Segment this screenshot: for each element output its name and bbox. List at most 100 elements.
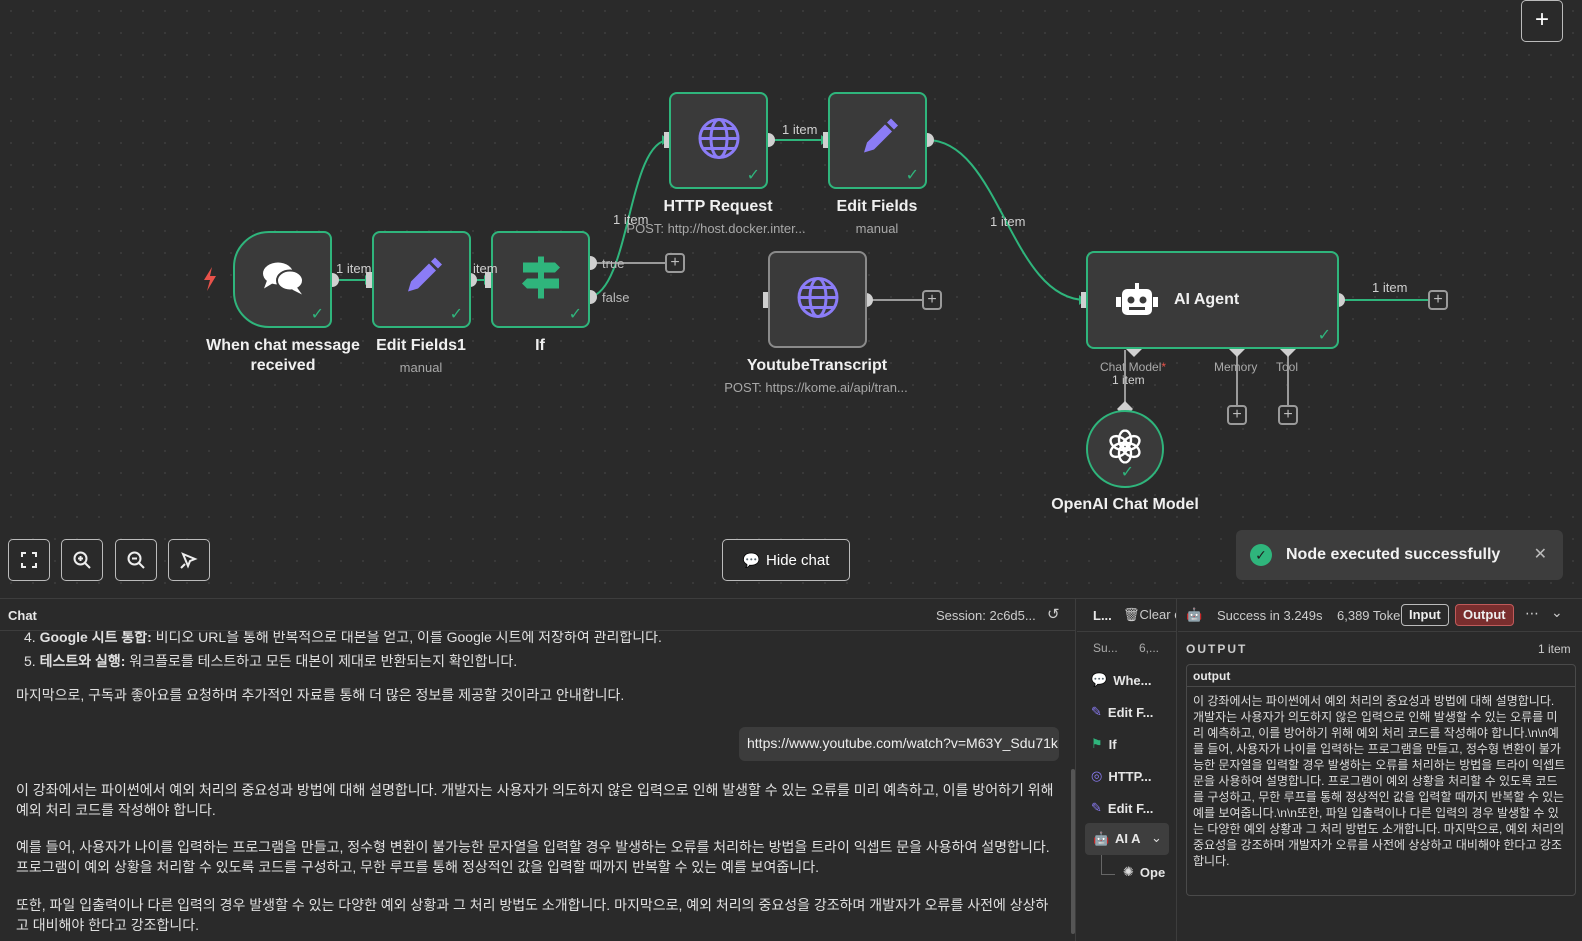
close-icon[interactable]: ✕ (1533, 546, 1547, 563)
log-item-trigger[interactable]: 💬Whe... (1091, 672, 1152, 688)
zoom-in-button[interactable] (61, 539, 103, 581)
token-count: 6,389 Toke (1337, 608, 1401, 623)
log-item-ai-agent-selected[interactable]: 🤖 AI A ⌄ (1085, 823, 1169, 855)
bot-message-p3: 또한, 파일 입출력이나 다른 입력의 경우 발생할 수 있는 다양한 예외 상… (16, 897, 1049, 933)
globe-icon (697, 116, 741, 165)
bot-closing-message: 마지막으로, 구독과 좋아요를 요청하며 추가적인 자료를 통해 더 많은 정보… (16, 687, 625, 703)
log-item-label: AI A (1115, 831, 1141, 846)
add-node-button[interactable]: + (1521, 0, 1563, 42)
output-column-header: output (1187, 665, 1575, 687)
workflow-canvas[interactable]: ✓ When chat message received ✓ Edit Fiel… (0, 0, 1582, 598)
node-ai-agent[interactable]: AI Agent ✓ (1086, 251, 1339, 349)
node-http-request[interactable]: ✓ (669, 92, 768, 189)
tree-connector (1101, 855, 1115, 875)
output-tab-button[interactable]: Output (1455, 604, 1514, 626)
node-label-edit-fields: Edit Fields (836, 198, 918, 215)
run-status: Success in 3.249s (1217, 608, 1323, 623)
log-item-edit-fields1[interactable]: ✎Edit F... (1091, 704, 1154, 720)
log-item-http[interactable]: ◎HTTP... (1091, 768, 1152, 784)
check-circle-icon: ✓ (1250, 544, 1272, 566)
robot-icon: 🤖 (1186, 607, 1203, 622)
signpost-icon: ⚑ (1091, 736, 1103, 751)
openai-icon: ✺ (1123, 864, 1134, 879)
pencil-icon: ✎ (1091, 704, 1102, 719)
pencil-icon (402, 257, 442, 302)
chat-panel: 4. Google 시트 통합: 비디오 URL을 통해 반복적으로 대본을 얻… (0, 599, 1076, 941)
reset-icon[interactable]: ↺ (1047, 606, 1060, 623)
log-item-if[interactable]: ⚑If (1091, 736, 1117, 752)
success-check-icon: ✓ (568, 306, 582, 323)
input-tab-button[interactable]: Input (1401, 604, 1449, 626)
chat-bubble-icon: 💬 (742, 551, 761, 568)
success-check-icon: ✓ (746, 167, 760, 184)
robot-icon (1116, 283, 1158, 324)
node-label-trigger: When chat message received (206, 337, 360, 374)
list-item: 4. Google 시트 통합: 비디오 URL을 통해 반복적으로 대본을 얻… (24, 629, 662, 645)
chevron-down-icon[interactable]: ⌄ (1551, 604, 1563, 620)
bot-message-p1: 이 강좌에서는 파이썬에서 예외 처리의 중요성과 방법에 대해 설명합니다. … (16, 782, 1054, 818)
output-section-title: OUTPUT (1186, 642, 1248, 656)
chat-bubbles-icon (261, 258, 305, 301)
success-check-icon: ✓ (449, 306, 463, 323)
item-count: 1 item (1538, 642, 1571, 656)
node-openai-chat-model[interactable]: ✓ (1086, 410, 1164, 488)
node-label-edit-fields1: Edit Fields1 (376, 337, 466, 354)
zoom-out-button[interactable] (115, 539, 157, 581)
node-edit-fields1[interactable]: ✓ (372, 231, 471, 328)
node-youtube-transcript[interactable] (768, 251, 867, 348)
log-item-openai[interactable]: ✺Ope (1123, 864, 1166, 880)
broom-icon (180, 552, 198, 569)
add-tool-button[interactable]: + (1278, 405, 1298, 425)
edge-label: 1 item (1112, 373, 1145, 387)
edge-label: 1 item (782, 122, 818, 137)
add-node-agent-button[interactable]: + (1428, 290, 1448, 310)
session-id[interactable]: Session: 2c6d5... (936, 608, 1036, 623)
globe-icon (796, 275, 840, 324)
port-label-memory: Memory (1214, 360, 1258, 374)
node-edit-fields[interactable]: ✓ (828, 92, 927, 189)
hide-chat-label: Hide chat (766, 551, 830, 569)
log-item-edit-fields[interactable]: ✎Edit F... (1091, 800, 1154, 816)
branch-false-label: false (602, 290, 630, 305)
node-chat-trigger[interactable]: ✓ (233, 231, 332, 328)
fit-view-button[interactable] (8, 539, 50, 581)
more-options-icon[interactable]: ⋯ (1525, 605, 1539, 621)
fit-view-icon (21, 552, 37, 568)
zoom-in-icon (73, 551, 91, 569)
add-node-youtube-button[interactable]: + (922, 290, 942, 310)
node-sub-edit-fields1: manual (399, 360, 443, 375)
signpost-icon (521, 256, 561, 303)
node-if[interactable]: ✓ (491, 231, 590, 328)
node-label-http: HTTP Request (663, 198, 773, 215)
bottom-panel: 4. Google 시트 통합: 비디오 URL을 통해 반복적으로 대본을 얻… (0, 598, 1582, 941)
zoom-out-icon (127, 551, 145, 569)
log-token-summary: 6,... (1139, 641, 1160, 655)
success-check-icon: ✓ (1120, 464, 1134, 481)
robot-icon: 🤖 (1093, 831, 1110, 846)
log-status-summary: Su... (1093, 641, 1118, 655)
success-check-icon: ✓ (310, 306, 324, 323)
output-value-cell[interactable]: 이 강좌에서는 파이썬에서 예외 처리의 중요성과 방법에 대해 설명합니다. … (1193, 694, 1566, 868)
port-label-chat-model: Chat Model* (1100, 360, 1167, 374)
logs-panel: L... 🗑Clear e Su... 6,... 💬Whe... ✎Edit … (1077, 599, 1177, 941)
output-table: output 이 강좌에서는 파이썬에서 예외 처리의 중요성과 방법에 대해 … (1186, 664, 1576, 896)
node-label-openai: OpenAI Chat Model (1051, 496, 1199, 513)
hide-chat-button[interactable]: 💬 Hide chat (722, 539, 850, 581)
tidy-up-button[interactable] (168, 539, 210, 581)
user-message: https://www.youtube.com/watch?v=M63Y_Sdu… (739, 727, 1059, 761)
pencil-icon: ✎ (1091, 800, 1102, 815)
add-node-true-button[interactable]: + (665, 253, 685, 273)
logs-title: L... (1093, 608, 1112, 623)
branch-true-label: true (602, 256, 625, 271)
pencil-icon (858, 118, 898, 163)
chevron-down-icon[interactable]: ⌄ (1151, 830, 1162, 845)
openai-icon (1108, 429, 1142, 469)
node-sub-youtube: POST: https://kome.ai/api/tran... (724, 380, 908, 395)
add-memory-button[interactable]: + (1227, 405, 1247, 425)
node-label-if: If (535, 337, 545, 354)
clear-execution-button[interactable]: 🗑Clear e (1123, 607, 1176, 622)
node-label-ai-agent: AI Agent (1174, 291, 1240, 308)
trigger-bolt-icon (202, 267, 218, 291)
chat-scrollbar[interactable] (1071, 769, 1075, 934)
chat-title: Chat (8, 608, 37, 623)
